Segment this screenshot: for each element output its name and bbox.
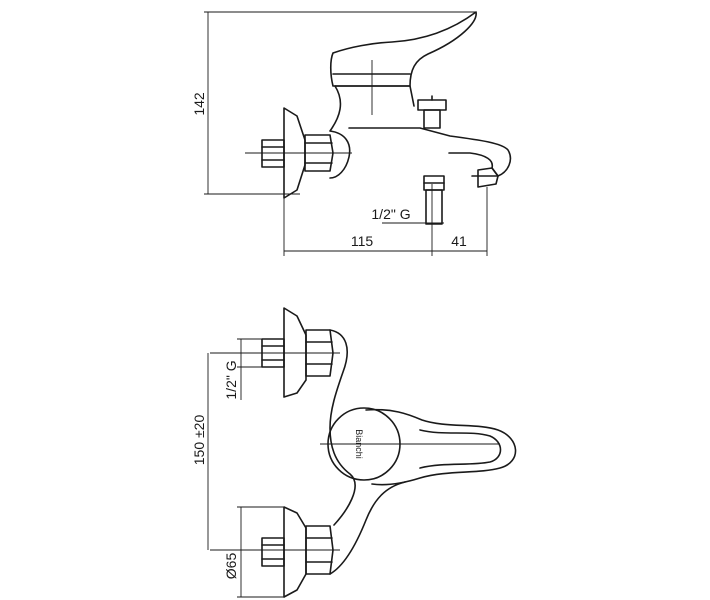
lower-hex-nut	[305, 525, 334, 575]
dimension-center-distance: 150 ±20	[191, 353, 209, 550]
bottom-connection-side	[423, 175, 445, 225]
hex-nut-side	[304, 134, 334, 172]
dimension-horizontal: 115 41	[283, 184, 488, 256]
diverter-knob-side	[417, 95, 447, 129]
dimension-thread-side: 1/2" G	[223, 338, 284, 400]
center-distance-label: 150 ±20	[191, 415, 207, 466]
dimension-thread-top: 1/2" G	[371, 206, 444, 224]
inlet-to-spout-label: 115	[351, 233, 374, 249]
spout-projection-label: 41	[451, 233, 467, 249]
lower-inlet-stub	[261, 537, 285, 567]
height-label: 142	[191, 92, 207, 116]
thread-top-label: 1/2" G	[371, 206, 410, 222]
mixer-body-top	[329, 329, 406, 575]
mixer-body-side	[329, 85, 351, 179]
spout-outlet-side	[471, 167, 499, 188]
inlet-stub-side	[261, 139, 285, 168]
rosette-diameter-label: Ø65	[223, 553, 239, 580]
lower-rosette-top	[283, 506, 307, 598]
body-top-line	[334, 85, 415, 107]
upper-hex-nut	[305, 329, 334, 377]
dimension-height: 142	[191, 11, 475, 195]
top-view: Bianchi 150 ±20 1/2" G Ø65	[191, 307, 517, 598]
dimension-rosette-diameter: Ø65	[223, 506, 284, 598]
spout-side	[348, 127, 512, 177]
lever-slot-top	[419, 429, 502, 469]
upper-rosette-top	[283, 307, 307, 398]
side-view: 142	[191, 11, 512, 256]
lever-handle-top	[365, 408, 517, 486]
lever-handle-side	[329, 11, 477, 87]
thread-side-label: 1/2" G	[223, 360, 239, 399]
